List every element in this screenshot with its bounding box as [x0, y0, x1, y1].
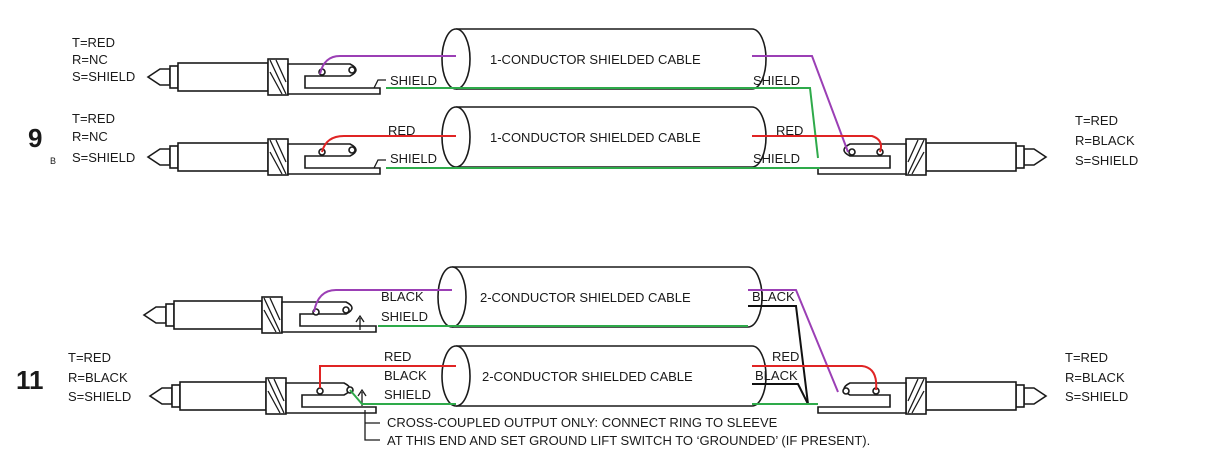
- svg-text:S=SHIELD: S=SHIELD: [72, 69, 135, 84]
- label-red-3: RED: [384, 349, 411, 364]
- svg-text:S=SHIELD: S=SHIELD: [68, 389, 131, 404]
- trs-plug-left-bottom: [146, 138, 386, 176]
- svg-text:S=SHIELD: S=SHIELD: [1075, 153, 1138, 168]
- cable-1-conductor-bottom: [441, 106, 767, 168]
- note-line-2: AT THIS END AND SET GROUND LIFT SWITCH T…: [387, 433, 870, 448]
- svg-text:R=BLACK: R=BLACK: [1075, 133, 1135, 148]
- cable-label-2: 1-CONDUCTOR SHIELDED CABLE: [490, 130, 701, 145]
- label-red-2: RED: [776, 123, 803, 138]
- label-shield-1: SHIELD: [390, 73, 437, 88]
- label-red-1: RED: [388, 123, 415, 138]
- svg-text:T=RED: T=RED: [68, 350, 111, 365]
- section-number-11: 11: [16, 365, 44, 395]
- section-sub-label: B: [50, 156, 56, 166]
- legend-left-11: T=RED R=BLACK S=SHIELD: [68, 350, 131, 404]
- label-black-4: BLACK: [755, 368, 798, 383]
- svg-text:R=NC: R=NC: [72, 129, 108, 144]
- trs-plug-right-11: [817, 377, 1048, 415]
- legend-right-11: T=RED R=BLACK S=SHIELD: [1065, 350, 1128, 404]
- wires-section-11: [313, 289, 878, 405]
- label-shield-2: SHIELD: [753, 73, 800, 88]
- label-red-4: RED: [772, 349, 799, 364]
- cable-label-4: 2-CONDUCTOR SHIELDED CABLE: [482, 369, 693, 384]
- svg-text:R=BLACK: R=BLACK: [68, 370, 128, 385]
- note-bracket: [364, 410, 380, 441]
- wires-section-9: [319, 55, 882, 169]
- svg-text:T=RED: T=RED: [72, 35, 115, 50]
- note-line-1: CROSS-COUPLED OUTPUT ONLY: CONNECT RING …: [387, 415, 778, 430]
- svg-text:T=RED: T=RED: [1075, 113, 1118, 128]
- section-number-9: 9: [28, 123, 42, 153]
- label-black-3: BLACK: [384, 368, 427, 383]
- legend-right-9: T=RED R=BLACK S=SHIELD: [1075, 113, 1138, 168]
- label-shield-6: SHIELD: [384, 387, 431, 402]
- svg-text:T=RED: T=RED: [1065, 350, 1108, 365]
- svg-text:R=NC: R=NC: [72, 52, 108, 67]
- trs-plug-left-bottom-11: [148, 377, 377, 415]
- legend-left-top: T=RED R=NC S=SHIELD: [72, 35, 135, 84]
- trs-plug-right-9: [817, 138, 1048, 176]
- label-shield-3: SHIELD: [390, 151, 437, 166]
- label-shield-5: SHIELD: [381, 309, 428, 324]
- cable-2-conductor-top: [437, 266, 763, 328]
- cable-label-3: 2-CONDUCTOR SHIELDED CABLE: [480, 290, 691, 305]
- svg-text:S=SHIELD: S=SHIELD: [72, 150, 135, 165]
- svg-text:R=BLACK: R=BLACK: [1065, 370, 1125, 385]
- label-black-1: BLACK: [381, 289, 424, 304]
- trs-plug-left-top: [146, 58, 386, 96]
- svg-text:T=RED: T=RED: [72, 111, 115, 126]
- cable-label-1: 1-CONDUCTOR SHIELDED CABLE: [490, 52, 701, 67]
- trs-plug-left-top-11: [142, 296, 377, 334]
- svg-text:S=SHIELD: S=SHIELD: [1065, 389, 1128, 404]
- label-black-2: BLACK: [752, 289, 795, 304]
- label-shield-4: SHIELD: [753, 151, 800, 166]
- legend-left-bottom: T=RED R=NC S=SHIELD: [72, 111, 135, 165]
